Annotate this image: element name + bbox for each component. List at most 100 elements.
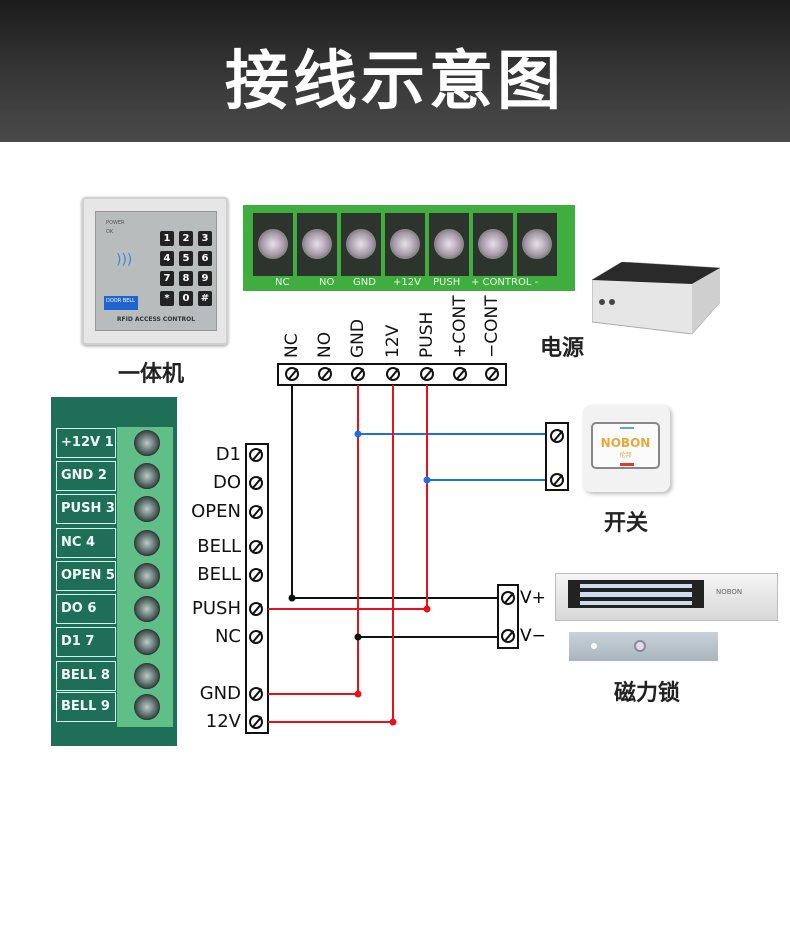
terminal-label: GND [199, 683, 241, 704]
screw-icon [485, 367, 499, 381]
board-label: GND [353, 277, 376, 288]
ok-led-label: OK [106, 229, 114, 235]
power-supply-caption: 电源 [540, 336, 585, 361]
screw-icon [249, 715, 263, 729]
screw-icon [134, 530, 160, 556]
terminal-block [341, 213, 381, 276]
board-label: + CONTROL - [471, 277, 539, 288]
screw-icon [249, 448, 263, 462]
terminal-label: BELL [197, 564, 241, 585]
board-label: BELL 8 [56, 661, 116, 691]
header-banner [0, 0, 790, 142]
rfid-icon: ))) [116, 252, 133, 268]
wire-nc-vplus [291, 385, 497, 599]
lock-terminal-vplus: V+ [520, 588, 546, 608]
doorbell-icon: DOOR BELL [104, 296, 138, 310]
keypad-footer: RFID ACCESS CONTROL [116, 316, 196, 323]
terminal-label: OPEN [191, 501, 241, 522]
wire-gnd [268, 385, 359, 695]
board-label: PUSH 3 [56, 494, 116, 524]
screw-icon [550, 473, 564, 487]
terminal-label: DO [212, 472, 241, 493]
lock-brand: NOBON [716, 588, 743, 596]
screw-icon [249, 540, 263, 554]
page-title: 接线示意图 [225, 45, 565, 119]
screw-icon [249, 687, 263, 701]
screw-icon [302, 229, 332, 259]
screw-icon [134, 496, 160, 522]
board-label: DO 6 [56, 594, 116, 624]
terminal-block [517, 213, 557, 276]
lock-caption: 磁力锁 [614, 681, 681, 706]
terminal-label: 12V [205, 711, 241, 732]
terminal-label: −CONT [482, 295, 502, 358]
screw-icon [390, 229, 420, 259]
board-label: NC 4 [56, 528, 116, 558]
keypad-caption: 一体机 [118, 362, 185, 387]
keypad-key: 1 [160, 231, 174, 246]
switch-brand-cn: 伦邦 [619, 452, 632, 459]
board-label: GND 2 [56, 461, 116, 491]
magnetic-lock-image: NOBON [555, 573, 778, 621]
keypad-key: 9 [198, 271, 212, 286]
junction-dot [423, 605, 431, 613]
screw-icon [134, 563, 160, 589]
terminal-block [473, 213, 513, 276]
wire-12v [268, 385, 394, 723]
controller-terminal-strip [245, 443, 269, 734]
keypad-key: 3 [198, 231, 212, 246]
screw-icon [453, 367, 467, 381]
terminal-block [385, 213, 425, 276]
keypad-key: # [198, 291, 212, 306]
screw-icon [249, 602, 263, 616]
terminal-label: PUSH [192, 598, 241, 619]
screw-icon [522, 229, 552, 259]
screw-icon [318, 367, 332, 381]
screw-icon [249, 505, 263, 519]
screw-icon [249, 630, 263, 644]
switch-brand: NOBON [600, 436, 651, 450]
board-label: NC [275, 277, 290, 288]
junction-dot [354, 430, 362, 438]
terminal-label: D1 [215, 444, 241, 465]
keypad-key: 5 [179, 251, 193, 266]
board-label: BELL 9 [56, 692, 116, 722]
terminal-label: +CONT [450, 295, 470, 358]
terminal-label: BELL [197, 536, 241, 557]
keypad-key: * [160, 291, 174, 306]
screw-icon [346, 229, 376, 259]
board-label: PUSH [433, 277, 461, 288]
terminal-label: NC [214, 626, 241, 647]
junction-dot [288, 594, 296, 602]
screw-icon [258, 229, 288, 259]
terminal-label: NO [315, 331, 335, 358]
keypad-key: 4 [160, 251, 174, 266]
screw-icon [249, 568, 263, 582]
terminal-label: PUSH [417, 311, 437, 358]
keypad-key: 7 [160, 271, 174, 286]
keypad-key: 6 [198, 251, 212, 266]
terminal-label: 12V [383, 324, 403, 358]
keypad-key: 0 [179, 291, 193, 306]
screw-icon [550, 429, 564, 443]
board-label: +12V 1 [56, 428, 116, 458]
screw-icon [134, 663, 160, 689]
junction-dot [389, 718, 397, 726]
lock-armature-plate [569, 632, 718, 661]
screw-icon [285, 367, 299, 381]
terminal-label: NC [282, 333, 302, 358]
board-label: D1 7 [56, 627, 116, 657]
screw-icon [134, 463, 160, 489]
lock-terminal-vminus: V− [520, 626, 546, 646]
screw-icon [501, 591, 515, 605]
power-led-label: POWER [106, 220, 125, 226]
screw-icon [134, 596, 160, 622]
keypad-key: 8 [179, 271, 193, 286]
screw-icon [478, 229, 508, 259]
board-label: +12V [393, 277, 421, 288]
screw-icon [351, 367, 365, 381]
terminal-block [429, 213, 469, 276]
screw-icon [420, 367, 434, 381]
